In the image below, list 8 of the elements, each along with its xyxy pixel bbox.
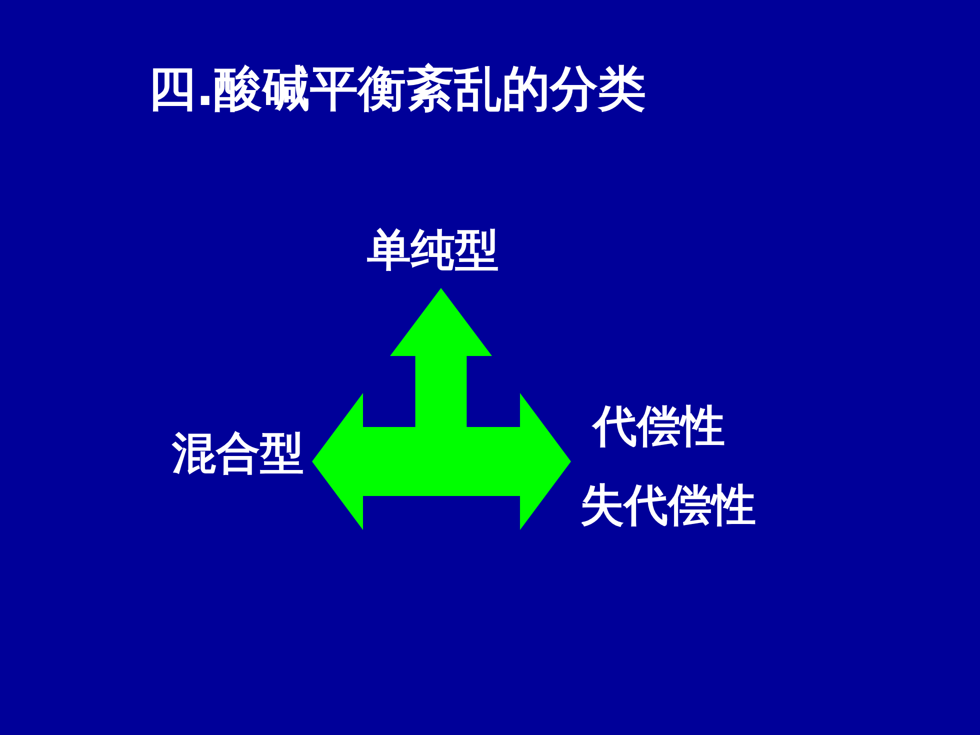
category-label: 代偿性 [593, 405, 725, 449]
block-arrow [390, 288, 492, 427]
block-arrow [312, 393, 441, 530]
block-arrow [441, 393, 571, 530]
category-label: 失代偿性 [580, 484, 756, 528]
slide-title: 四.酸碱平衡紊乱的分类 [148, 65, 646, 113]
category-label: 混合型 [172, 432, 304, 476]
category-label: 单纯型 [367, 229, 499, 273]
